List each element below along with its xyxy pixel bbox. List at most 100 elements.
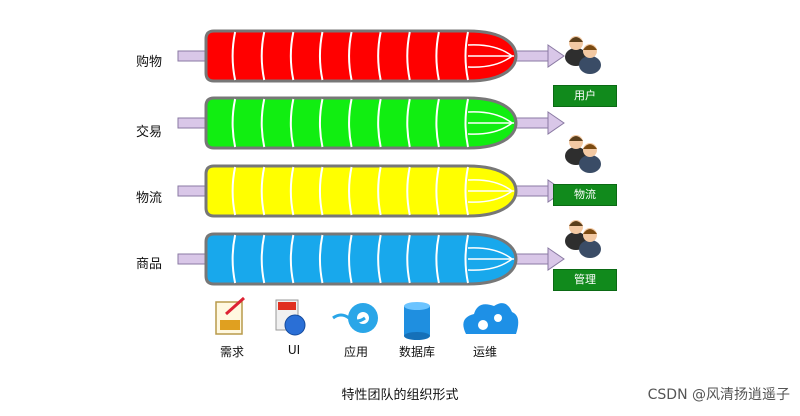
arrow-head	[547, 111, 565, 135]
segment-divider	[318, 166, 324, 216]
capsule-body	[204, 164, 518, 218]
nose-line	[467, 179, 513, 192]
capsule-row-0	[177, 29, 565, 83]
users-icon	[565, 220, 601, 258]
person-body	[579, 155, 601, 173]
person-hair	[569, 37, 583, 42]
person-hair	[569, 136, 583, 141]
segment-divider	[377, 98, 382, 148]
segment-divider	[406, 166, 411, 216]
capsule-body	[204, 96, 518, 150]
nose-line	[467, 55, 513, 68]
person-hair	[583, 229, 597, 234]
segment-divider	[289, 31, 295, 81]
arrow-shaft	[513, 253, 549, 265]
person-hair	[583, 144, 597, 149]
lead-in-arrow	[177, 50, 209, 62]
segment-divider	[406, 234, 411, 284]
cloud	[463, 303, 519, 334]
gear-small	[478, 320, 488, 330]
users-icon	[565, 36, 601, 74]
row-label-shopping: 购物	[136, 55, 163, 70]
role-label-admin: 管理	[553, 269, 617, 291]
segment-divider	[289, 234, 295, 284]
segment-divider	[231, 234, 237, 284]
cyl-bottom	[404, 332, 430, 340]
wave	[332, 313, 366, 323]
segment-divider	[406, 98, 411, 148]
segment-divider	[435, 98, 440, 148]
arrow-shaft	[513, 117, 549, 129]
nose-line	[467, 247, 513, 260]
segment-divider	[464, 31, 469, 81]
role-label-user: 用户	[553, 85, 617, 107]
segment-divider	[348, 98, 353, 148]
person-hair	[583, 45, 597, 50]
lead-in-arrow	[177, 253, 209, 265]
capsule-body	[204, 29, 518, 83]
segment-divider	[377, 234, 382, 284]
segment-divider	[348, 166, 353, 216]
segment-divider	[318, 98, 324, 148]
arrow-shaft	[513, 185, 549, 197]
segment-divider	[260, 234, 266, 284]
segment-divider	[348, 31, 353, 81]
segment-divider	[435, 166, 440, 216]
row-label-product: 商品	[136, 257, 163, 272]
person-hair	[569, 221, 583, 226]
asp-tag	[278, 302, 296, 310]
segment-divider	[464, 98, 469, 148]
person-body	[579, 240, 601, 258]
segment-divider	[231, 98, 237, 148]
segment-divider	[377, 166, 382, 216]
segment-divider	[231, 166, 237, 216]
segment-divider	[289, 166, 295, 216]
gear-small	[494, 314, 502, 322]
watermark: CSDN @风清扬逍遥子	[647, 387, 790, 403]
tool-label-app: 应用	[343, 345, 368, 359]
segment-divider	[435, 234, 440, 284]
database-cylinder-icon	[404, 302, 430, 340]
segment-divider	[260, 166, 266, 216]
capsule-row-1	[177, 96, 565, 150]
tool-label-ui: UI	[287, 343, 301, 357]
segment-divider	[348, 234, 353, 284]
globe	[284, 314, 306, 336]
users-icon	[565, 135, 601, 173]
segment-divider	[260, 31, 266, 81]
capsule-row-2	[177, 164, 565, 218]
txt-document-icon	[215, 296, 245, 335]
segment-divider	[289, 98, 295, 148]
nose-line	[467, 111, 513, 124]
lead-in-arrow	[177, 185, 209, 197]
segment-divider	[318, 234, 324, 284]
nose-line	[467, 258, 513, 271]
tool-label-database: 数据库	[398, 345, 435, 359]
person-body	[579, 56, 601, 74]
row-label-logistics: 物流	[136, 191, 163, 206]
arrow-shaft	[513, 50, 549, 62]
nose-line	[467, 122, 513, 135]
pencil	[225, 296, 245, 316]
capsule-body	[204, 232, 518, 286]
segment-divider	[464, 166, 469, 216]
role-label-logistics: 物流	[553, 184, 617, 206]
gear-wave-icon	[332, 303, 378, 333]
diagram-caption: 特性团队的组织形式	[341, 388, 459, 403]
segment-divider	[231, 31, 237, 81]
cyl-top	[404, 302, 430, 310]
doc-tag	[220, 320, 240, 330]
segment-divider	[435, 31, 440, 81]
cyl-body	[404, 306, 430, 336]
lead-in-arrow	[177, 117, 209, 129]
arrow-head	[547, 247, 565, 271]
arrow-head	[547, 44, 565, 68]
segment-divider	[464, 234, 469, 284]
cloud-gears-icon	[463, 303, 519, 334]
tool-label-requirements: 需求	[219, 345, 244, 359]
nose-line	[467, 190, 513, 203]
segment-divider	[318, 31, 324, 81]
row-label-trade: 交易	[136, 125, 163, 140]
